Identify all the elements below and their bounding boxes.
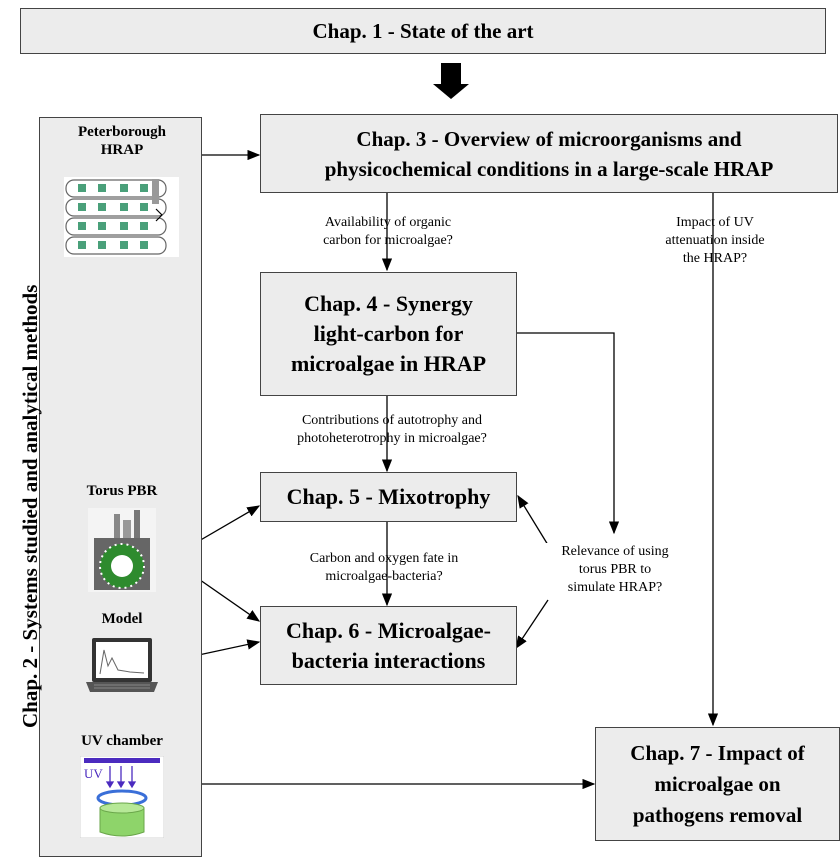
uv-text: UV (84, 766, 103, 781)
chap6-box: Chap. 6 - Microalgae- bacteria interacti… (260, 606, 517, 685)
chap5-box: Chap. 5 - Mixotrophy (260, 472, 517, 522)
question-organic-carbon: Availability of organic carbon for micro… (323, 215, 453, 248)
peterborough-label: Peterborough HRAP (77, 124, 167, 158)
question-autotrophy: Contributions of autotrophy and photohet… (297, 413, 487, 446)
question-carbon-oxygen: Carbon and oxygen fate in microalgae-bac… (309, 551, 459, 584)
torus-pbr-label: Torus PBR (86, 483, 158, 499)
chap1-title: Chap. 1 - State of the art (312, 18, 534, 43)
arrow-chap4-to-relevance (517, 332, 620, 535)
uv-chamber-label: UV chamber (81, 733, 163, 749)
arrow-relevance-to-chap6 (515, 599, 549, 650)
uv-chamber-icon: UV (80, 756, 164, 838)
question-uv-attenuation: Impact of UV attenuation inside the HRAP… (665, 215, 765, 266)
chap2-vertical-title: Chap. 2 - Systems studied and analytical… (18, 284, 42, 728)
chap1-down-arrow (433, 63, 469, 99)
chap3-line2: physicochemical conditions in a large-sc… (324, 156, 774, 181)
chap1-box: Chap. 1 - State of the art (20, 8, 826, 54)
model-label: Model (101, 611, 143, 627)
chap7-box: Chap. 7 - Impact of microalgae on pathog… (595, 727, 840, 841)
chap3-box: Chap. 3 - Overview of microorganisms and… (260, 114, 838, 193)
raceway-pond-icon (64, 177, 179, 257)
question-torus-relevance: Relevance of using torus PBR to simulate… (540, 543, 690, 597)
torus-photobioreactor-icon (88, 508, 156, 592)
laptop-graph-icon (86, 638, 158, 692)
chap4-box: Chap. 4 - Synergy light-carbon for micro… (260, 272, 517, 396)
chap3-line1: Chap. 3 - Overview of microorganisms and (356, 126, 742, 151)
arrow-relevance-to-chap5 (517, 494, 549, 546)
